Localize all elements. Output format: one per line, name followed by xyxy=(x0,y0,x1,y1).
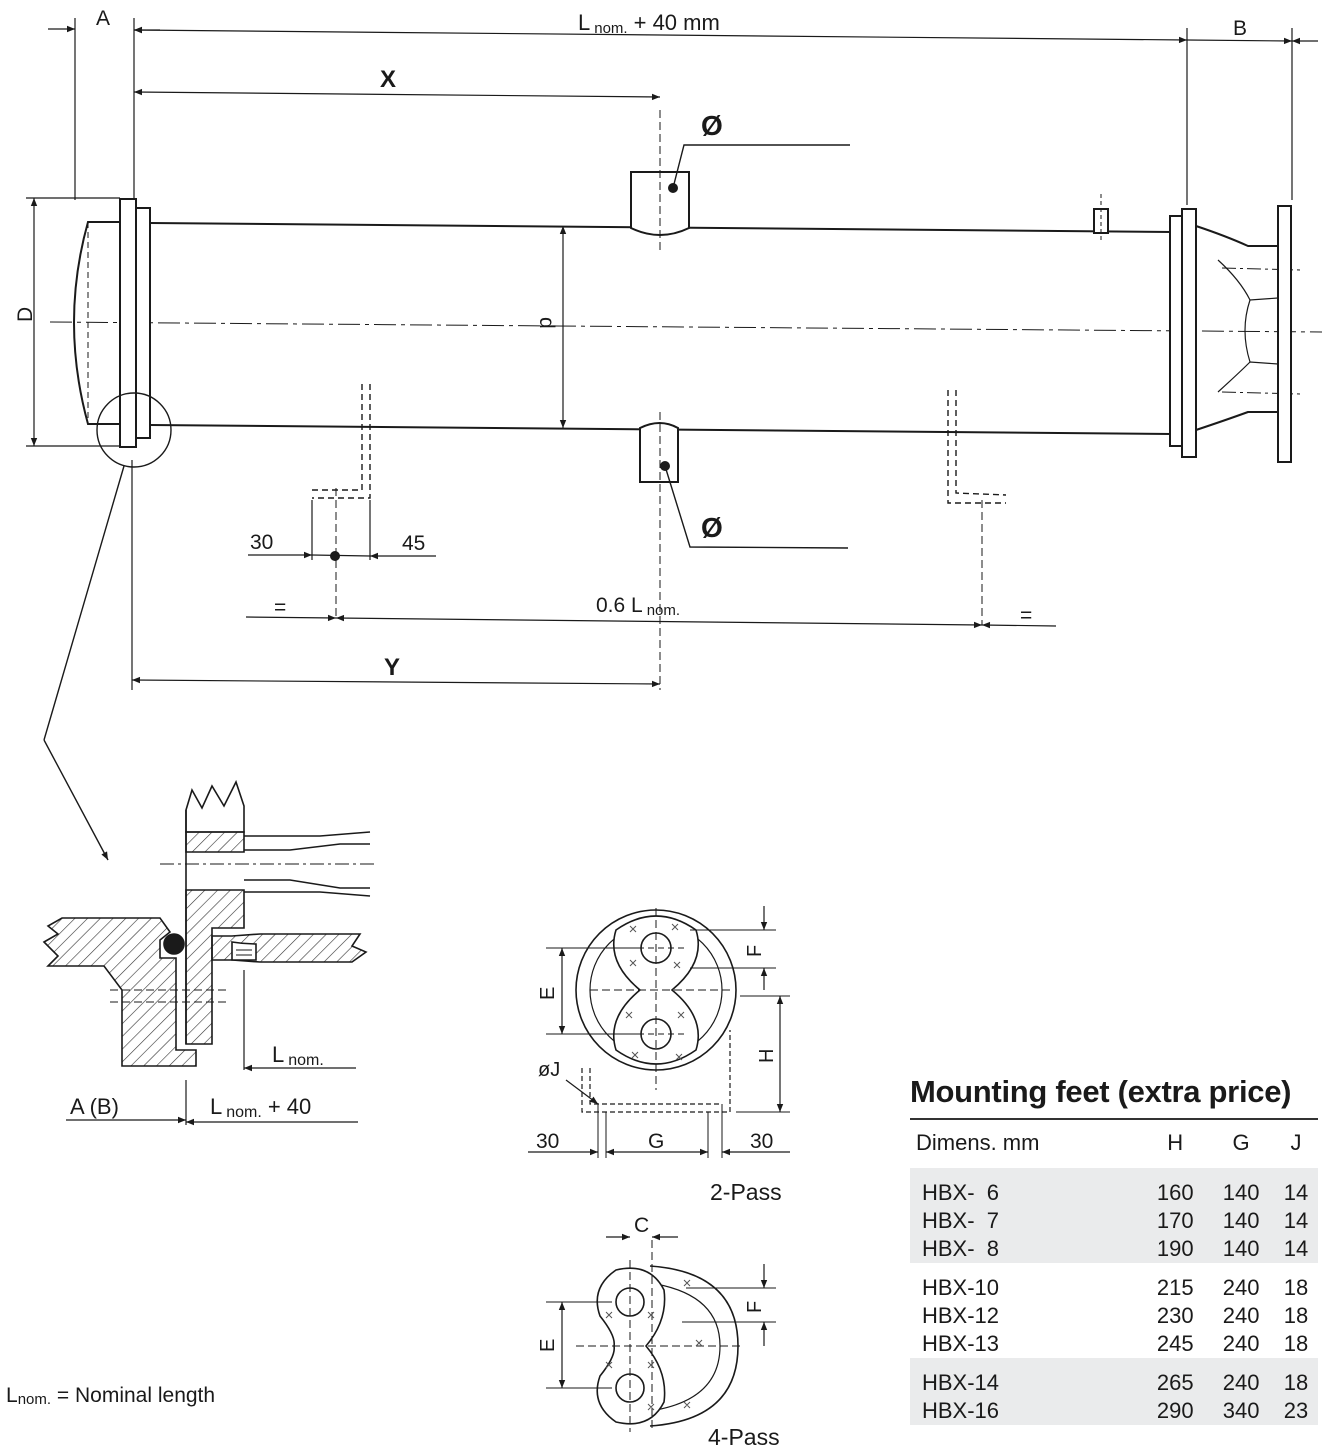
foot-dim-45: 45 xyxy=(402,532,425,555)
two-pass-F-label: F xyxy=(744,945,766,957)
left-head xyxy=(73,221,122,425)
dim-A-label: A xyxy=(96,7,110,30)
dim-X-line xyxy=(133,88,661,101)
footnote: Lnom. = Nominal length xyxy=(6,1384,216,1408)
table-row: HBX-10 215 240 18 xyxy=(922,1275,1309,1300)
top-nozzle-dia-label: Ø xyxy=(701,110,723,141)
two-pass-G-label: G xyxy=(648,1130,664,1153)
foot-dim-30: 30 xyxy=(250,531,273,554)
two-pass-30-left: 30 xyxy=(536,1130,559,1153)
dim-Y-label: Y xyxy=(384,654,400,681)
four-pass-F-label: F xyxy=(744,1301,766,1313)
dim-D-label: D xyxy=(14,307,37,322)
left-flange-inner xyxy=(135,207,151,439)
side-view xyxy=(43,110,1323,861)
table-header-row: Dimens. mm H G J xyxy=(910,1118,1318,1168)
table-row: HBX-14 265 240 18 xyxy=(910,1358,1318,1397)
left-flange-outer xyxy=(119,198,137,448)
eq-left: = xyxy=(274,596,286,619)
bottom-nozzle-dia-label: Ø xyxy=(701,512,723,543)
table-row: HBX- 7 170 140 14 xyxy=(910,1207,1318,1235)
right-bonnet xyxy=(1195,225,1278,431)
detail-tube-sheet xyxy=(185,779,245,833)
two-pass-view xyxy=(528,906,790,1158)
dim-B-line xyxy=(1186,37,1293,45)
table-row: HBX-13 245 240 18 xyxy=(922,1331,1309,1356)
four-pass-view xyxy=(546,1233,776,1432)
four-pass-E-label: E xyxy=(537,1339,559,1352)
right-end-flange xyxy=(1277,205,1292,463)
dim-Y-line xyxy=(131,676,661,688)
header-H: H xyxy=(1142,1118,1209,1168)
detail-AB-label: A (B) xyxy=(70,1094,119,1119)
right-flange-outer xyxy=(1181,208,1197,458)
header-dimens: Dimens. mm xyxy=(910,1118,1143,1168)
detail-circle xyxy=(96,392,172,468)
two-pass-H-label: H xyxy=(756,1049,778,1063)
two-pass-30-right: 30 xyxy=(750,1130,773,1153)
dim-L-line xyxy=(133,26,1188,44)
table-row: HBX- 8 190 140 14 xyxy=(910,1235,1318,1263)
header-G: G xyxy=(1208,1118,1275,1168)
eq-right: = xyxy=(1020,604,1032,627)
detail-flange xyxy=(42,917,197,1067)
right-foot xyxy=(947,390,1007,504)
mounting-feet-table: Dimens. mm H G J HBX- 6 160 140 14 HBX- … xyxy=(910,1118,1318,1425)
table-row: HBX- 6 160 140 14 xyxy=(910,1168,1318,1207)
table-row: HBX-16 290 340 23 xyxy=(910,1397,1318,1425)
header-J: J xyxy=(1274,1118,1318,1168)
dim-X-label: X xyxy=(380,66,396,93)
bottom-nozzle xyxy=(639,422,679,483)
four-pass-label: 4-Pass xyxy=(708,1424,780,1448)
four-pass-C-label: C xyxy=(634,1214,649,1237)
table-row: HBX-12 230 240 18 xyxy=(922,1303,1309,1328)
detail-view xyxy=(42,779,376,1126)
dim-B-label: B xyxy=(1233,17,1247,40)
two-pass-label: 2-Pass xyxy=(710,1179,782,1205)
left-foot xyxy=(312,384,371,499)
mounting-feet-title: Mounting feet (extra price) xyxy=(910,1074,1292,1109)
two-pass-E-label: E xyxy=(537,987,559,1000)
center-line xyxy=(49,321,1323,333)
dim-d-label: d xyxy=(535,317,558,329)
two-pass-J-label: øJ xyxy=(538,1059,560,1081)
right-flange-inner xyxy=(1169,215,1183,447)
dim-06L-line xyxy=(335,614,983,629)
detail-o-ring xyxy=(163,933,185,955)
